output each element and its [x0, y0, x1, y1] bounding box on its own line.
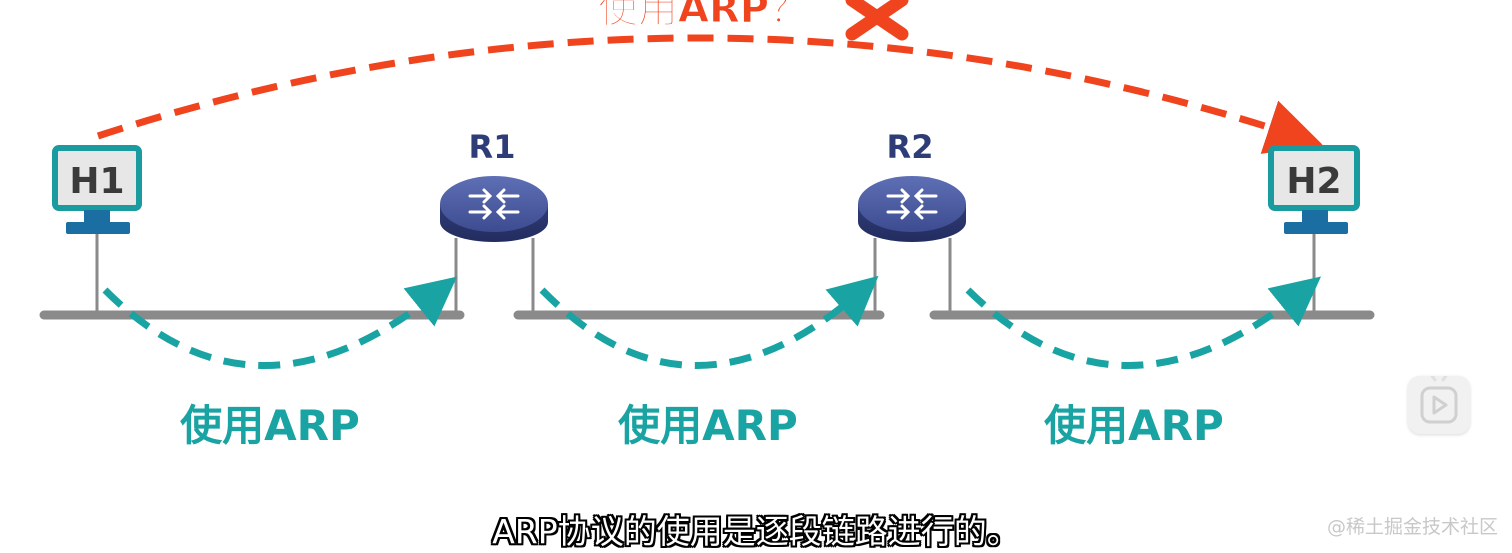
end-to-end-arp-arrow — [96, 34, 1323, 154]
video-subtitle: ARP协议的使用是逐段链路进行的。 — [492, 512, 1020, 551]
hop-label-2: 使用ARP — [618, 401, 798, 450]
hop-arp-arrow-1 — [102, 276, 458, 369]
play-icon — [1420, 376, 1458, 424]
router-label: R1 — [469, 128, 516, 166]
hop-arp-arrow-2 — [539, 275, 879, 369]
router-arrows-icon — [468, 188, 520, 220]
cross-icon — [845, 0, 909, 41]
router-r1: R1 — [440, 128, 548, 242]
host-h2: H2 — [1268, 145, 1360, 234]
hop-arp-arrow-3 — [965, 276, 1322, 369]
top-arp-question-label: 使用ARP？ — [598, 0, 809, 32]
watermark: @稀土掘金技术社区 — [1326, 516, 1498, 538]
router-r2: R2 — [858, 128, 966, 242]
monitor-icon — [52, 145, 142, 211]
host-label: H1 — [69, 161, 124, 202]
play-button[interactable] — [1408, 376, 1470, 434]
hop-label-3: 使用ARP — [1044, 401, 1224, 450]
hop-label-1: 使用ARP — [180, 401, 360, 450]
host-h1: H1 — [52, 145, 142, 234]
monitor-icon — [1268, 145, 1360, 211]
router-label: R2 — [887, 128, 934, 166]
host-label: H2 — [1286, 161, 1341, 202]
router-arrows-icon — [886, 188, 938, 220]
